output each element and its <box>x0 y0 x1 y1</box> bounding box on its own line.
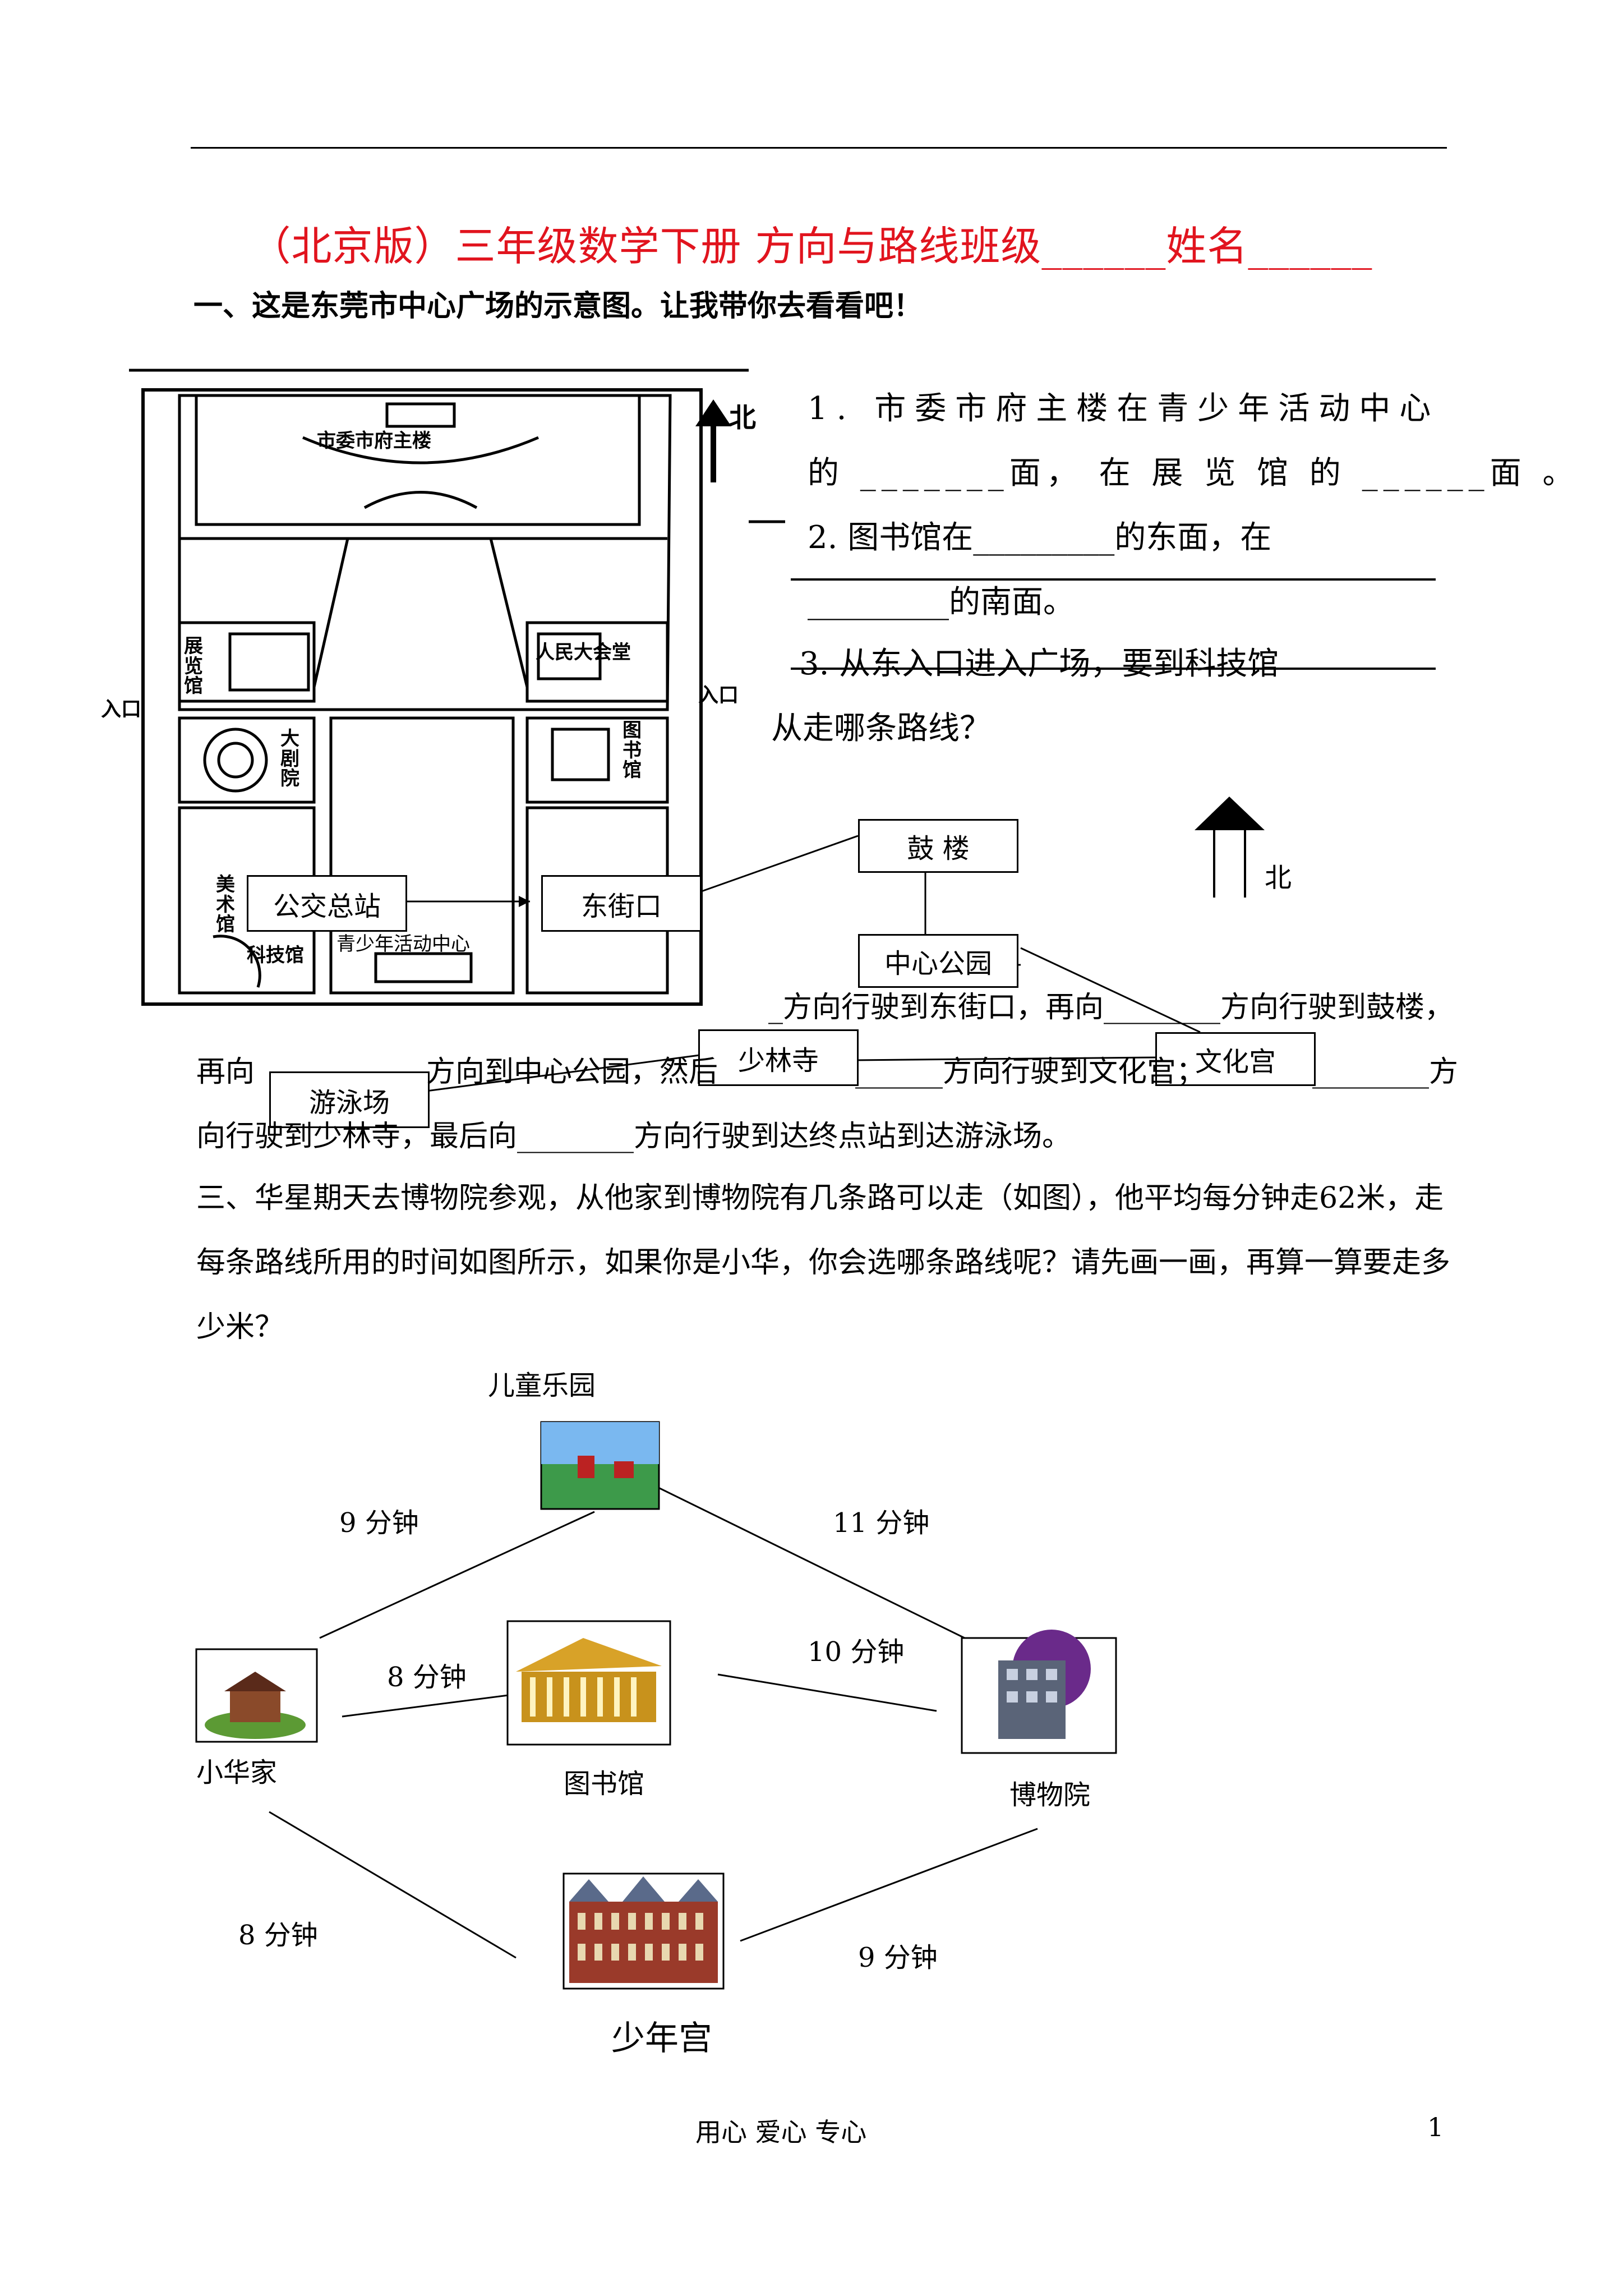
map-museum-label: 美术馆 <box>216 873 235 936</box>
time-home-library: 8 分钟 <box>387 1662 467 1693</box>
map-north-label: 北 <box>729 402 757 434</box>
s2-line1: _方向行驶到东街口，再向________方向行驶到鼓楼， <box>768 991 1454 1024</box>
time-library-museum: 10 分钟 <box>808 1636 905 1668</box>
s3-line1: 三、华星期天去博物院参观，从他家到博物院有几条路可以走（如图），他平均每分钟走6… <box>196 1181 1444 1215</box>
map-hall-label: 人民大会堂 <box>536 641 631 664</box>
page-title: （北京版）三年级数学下册 方向与路线班级______姓名______ <box>250 223 1373 270</box>
route-box-park: 中心公园 <box>858 934 1018 988</box>
palace-icon <box>562 1872 725 1990</box>
page-number: 1 <box>1427 2112 1444 2142</box>
map-youth-label: 青少年活动中心 <box>336 933 470 955</box>
header-rule <box>191 147 1447 149</box>
route-box-bus: 公交总站 <box>247 875 407 932</box>
route-north-label: 北 <box>1265 862 1292 894</box>
s3-line2: 每条路线所用的时间如图所示，如果你是小华，你会选哪条路线呢？请先画一画，再算一算… <box>196 1246 1451 1280</box>
q3-line1: 3. 从东入口进入广场，要到科技馆 <box>799 646 1279 682</box>
s2-line2-b: 方向到中心公园，然后 <box>426 1055 718 1089</box>
q2-line2: _________的南面。 <box>808 584 1075 620</box>
place-palace: 少年宫 <box>611 2019 712 2058</box>
route-box-shaolin: 少林寺 <box>698 1029 859 1086</box>
park-icon <box>540 1421 660 1510</box>
time-home-palace: 8 分钟 <box>238 1920 318 1951</box>
s2-line2-c: ______方向行驶到文化宫； <box>855 1055 1206 1089</box>
route-box-gulou: 鼓 楼 <box>858 819 1018 873</box>
section1-heading: 一、这是东莞市中心广场的示意图。让我带你去看看吧！ <box>193 289 923 323</box>
route-box-pool: 游泳场 <box>269 1071 430 1128</box>
map-theatre-label: 大剧院 <box>280 728 299 790</box>
time-palace-museum: 9 分钟 <box>858 1942 938 1973</box>
q3-line2: 从走哪条路线？ <box>771 710 991 747</box>
s2-line2-a: 再向 <box>196 1055 255 1089</box>
place-home: 小华家 <box>196 1757 278 1788</box>
map-entrance-east: 入口 <box>698 683 739 707</box>
route-box-dongjie: 东街口 <box>541 875 702 932</box>
map-exhibition-label: 展览馆 <box>184 635 203 698</box>
q1-line1: 1. 市委市府主楼在青少年活动中心 <box>808 390 1440 427</box>
q2-line1: 2. 图书馆在_________的东面，在 <box>808 519 1272 556</box>
map-library-label: 图书馆 <box>623 719 642 782</box>
map-city-hall-label: 市委市府主楼 <box>317 430 431 452</box>
home-icon <box>195 1648 318 1743</box>
s2-line3: 向行驶到少林寺，最后向________方向行驶到达终点站到达游泳场。 <box>196 1120 1072 1153</box>
map-sci-label: 科技馆 <box>247 944 304 967</box>
q1-line2: 的 _______面， 在 展 览 馆 的 ______面 。 <box>808 455 1580 491</box>
s2-line2-d: ________方 <box>1312 1055 1459 1089</box>
map-entrance-west: 入口 <box>101 697 142 721</box>
place-park: 儿童乐园 <box>488 1370 596 1401</box>
place-library: 图书馆 <box>564 1768 645 1800</box>
route-box-wenhua: 文化宫 <box>1155 1032 1316 1086</box>
s3-line3: 少米？ <box>196 1310 284 1344</box>
time-home-park: 9 分钟 <box>339 1507 419 1539</box>
museum-icon <box>961 1630 1117 1754</box>
library-icon <box>506 1620 671 1746</box>
time-park-museum: 11 分钟 <box>833 1507 930 1539</box>
footer-motto: 用心 爱心 专心 <box>695 2117 867 2147</box>
place-museum: 博物院 <box>1009 1779 1091 1811</box>
